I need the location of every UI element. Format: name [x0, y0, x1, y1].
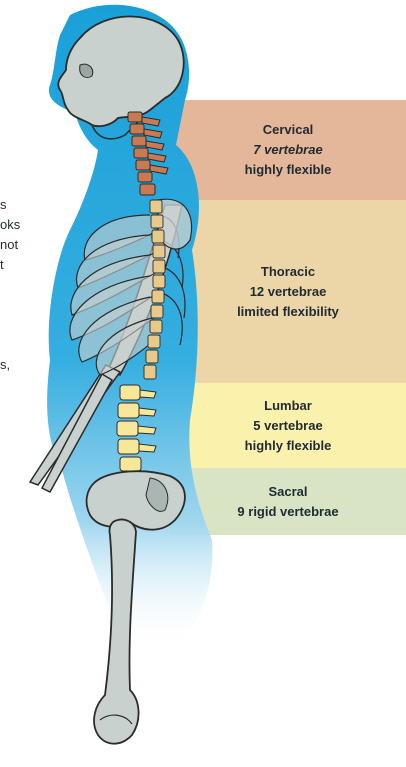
pelvis: [87, 471, 185, 529]
